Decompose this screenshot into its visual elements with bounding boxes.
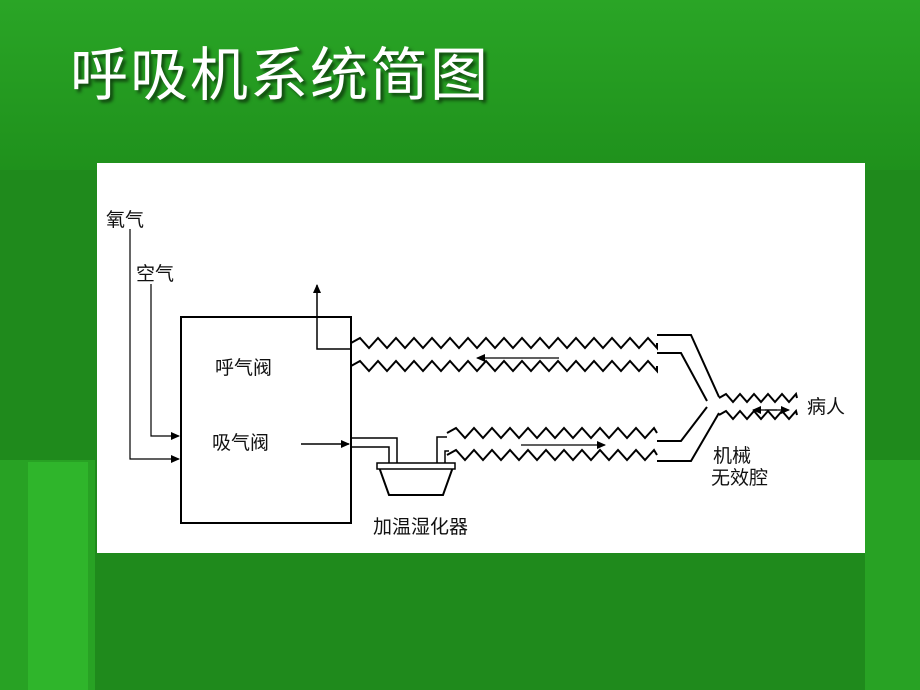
- background-band-left-inner: [28, 462, 88, 690]
- patient-tube-bottom: [718, 408, 798, 421]
- label-dead-space-line1: 机械: [713, 445, 752, 467]
- exhale-tube-top: [350, 336, 658, 351]
- y-piece-upper-inner: [657, 352, 708, 402]
- background-bottom: [95, 553, 865, 690]
- patient-tube-top: [718, 391, 798, 404]
- label-humidifier: 加温湿化器: [373, 516, 469, 538]
- inhale-tube-top: [446, 426, 658, 440]
- exhale-tube-bottom: [350, 359, 658, 374]
- background-band-right: [865, 460, 920, 690]
- y-piece-upper-outer: [657, 334, 720, 398]
- slide-title: 呼吸机系统简图: [70, 41, 491, 109]
- label-dead-space-line2: 无效腔: [711, 467, 769, 489]
- humidifier-outlet-line-2: [444, 450, 449, 467]
- label-oxygen: 氧气: [106, 209, 145, 231]
- label-inhale-valve: 吸气阀: [212, 432, 270, 454]
- inhale-tube-bottom: [446, 448, 658, 462]
- label-air: 空气: [136, 263, 175, 285]
- y-piece-lower-outer: [657, 412, 720, 462]
- y-piece-lower-inner: [657, 406, 708, 442]
- oxygen-line: [129, 229, 180, 463]
- ventilator-diagram: [129, 229, 798, 524]
- humidifier-lid: [376, 462, 456, 470]
- label-patient: 病人: [807, 396, 846, 418]
- diagram-panel: 氧气 空气 呼气阀 吸气阀 病人 机械 无效腔 加温湿化器: [97, 163, 865, 553]
- air-line: [150, 284, 180, 440]
- humidifier-inlet-line-2: [351, 446, 390, 467]
- label-exhale-valve: 呼气阀: [215, 357, 273, 379]
- background-top: [0, 0, 920, 170]
- humidifier-inlet-line: [351, 437, 398, 467]
- humidifier-vessel: [377, 466, 455, 496]
- exhale-outlet-arrow: [313, 284, 351, 350]
- humidifier-outlet-line: [436, 436, 447, 467]
- ventilator-box: [180, 316, 352, 524]
